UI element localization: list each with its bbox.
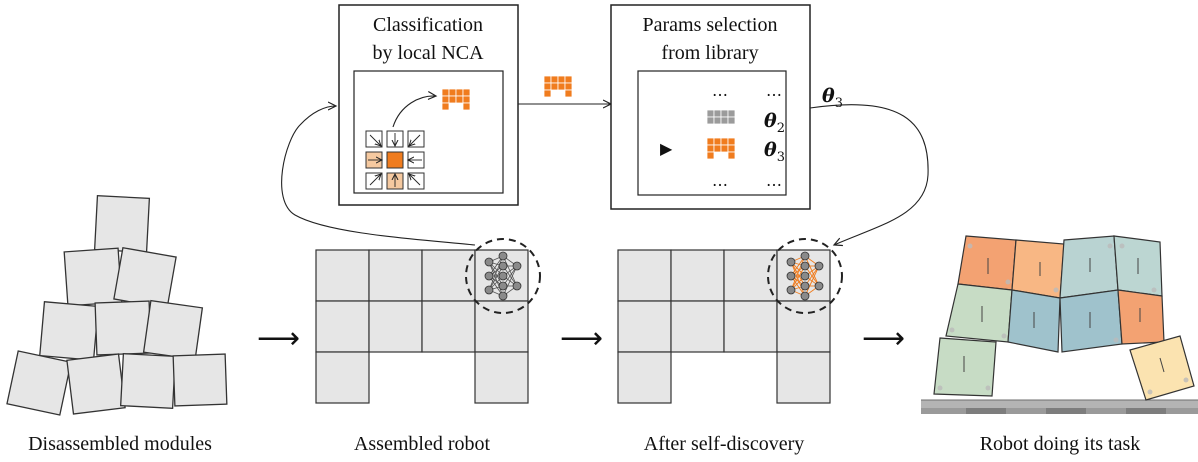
robot-module [723, 300, 778, 353]
selector-arrow-icon: ▶ [660, 139, 673, 158]
step-arrow-3: ⟶ [862, 321, 905, 356]
robot-module [368, 300, 423, 353]
params-title-2: from library [661, 42, 758, 64]
robot-module [368, 249, 423, 302]
robot-module [474, 351, 529, 404]
robot-module [315, 249, 370, 302]
module-block [119, 352, 177, 410]
module-block [66, 353, 126, 415]
caption-after-discovery: After self-discovery [644, 433, 805, 455]
robot-module [421, 249, 476, 302]
neural-network-icon [465, 238, 541, 314]
module-block [113, 246, 177, 310]
dashed-focus-circle [465, 238, 541, 314]
orange-shape-icon [543, 75, 573, 98]
module-block [172, 353, 228, 407]
configured-network-icon [767, 238, 843, 314]
output-param-label: θ3 [822, 85, 843, 111]
robot-module [421, 300, 476, 353]
module-block [94, 300, 152, 356]
module-block [39, 301, 99, 361]
classification-arrow [392, 96, 436, 128]
ellipsis: … [712, 81, 728, 100]
robot-module [617, 249, 672, 302]
robot-module-teal [1059, 289, 1123, 353]
gray-shape-icon [706, 109, 736, 125]
ellipsis: … [766, 81, 782, 100]
robot-module-yellow [1129, 335, 1195, 401]
assembled-robot [315, 249, 529, 404]
orange-shape-icon [706, 137, 736, 160]
robot-module [315, 351, 370, 404]
module-block [63, 247, 123, 307]
step-arrow-2: ⟶ [560, 321, 603, 356]
classification-title-1: Classification [373, 14, 483, 36]
module-block [142, 299, 204, 361]
params-box: Params selection from library … … … … θ2… [610, 4, 811, 210]
dashed-focus-circle [767, 238, 843, 314]
classification-box: Classification by local NCA [338, 4, 519, 206]
robot-module [776, 351, 831, 404]
robot-doing-task [921, 235, 1198, 414]
robot-module [670, 300, 725, 353]
orange-shape-icon [441, 88, 471, 111]
ellipsis: … [712, 171, 728, 190]
module-block [6, 350, 72, 416]
robot-module-orange [1117, 289, 1165, 345]
robot-module [617, 300, 672, 353]
robot-module [617, 351, 672, 404]
param-theta-2: θ2 [764, 110, 785, 136]
param-feedback-arrow [809, 104, 929, 245]
disassembled-modules-pile [6, 194, 228, 416]
robot-module [723, 249, 778, 302]
classification-title-2: by local NCA [372, 42, 484, 64]
robot-module [315, 300, 370, 353]
nca-neighborhood-icon [365, 130, 425, 190]
ellipsis: … [766, 171, 782, 190]
params-title-1: Params selection [643, 14, 778, 36]
caption-disassembled: Disassembled modules [28, 433, 212, 455]
caption-doing-task: Robot doing its task [980, 433, 1141, 455]
floor-strip [921, 399, 1198, 414]
classification-feedback-arrow [281, 106, 476, 246]
module-block [93, 194, 151, 254]
caption-assembled: Assembled robot [354, 433, 491, 455]
params-library-panel [637, 70, 787, 196]
robot-module [670, 249, 725, 302]
robot-module-green [933, 337, 997, 397]
robot-module-green [945, 283, 1013, 343]
step-arrow-1: ⟶ [257, 321, 300, 356]
param-theta-3: θ3 [764, 139, 785, 165]
